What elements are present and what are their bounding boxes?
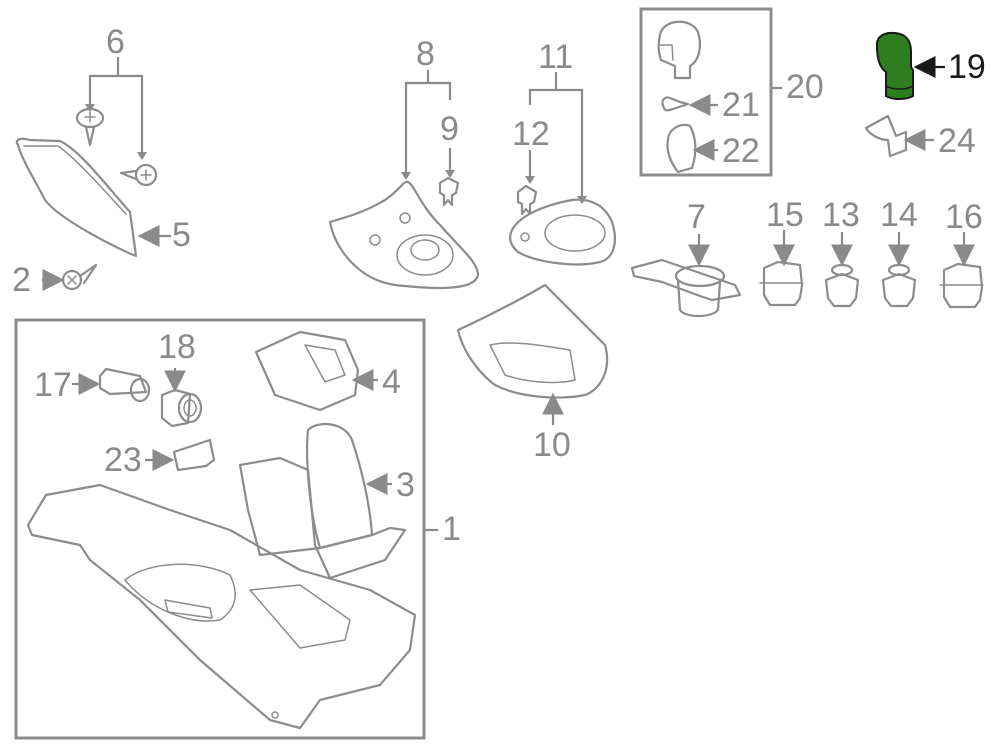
shift-knob-20 <box>657 20 701 80</box>
clip-9 <box>438 176 460 207</box>
callout-17: 17 <box>34 366 72 404</box>
shift-bezel-10 <box>456 283 609 399</box>
side-trim-5 <box>15 137 138 258</box>
screw-6a <box>75 107 105 147</box>
callout-4: 4 <box>382 363 401 401</box>
shift-knob-19-highlighted <box>875 31 914 100</box>
callout-22: 22 <box>722 132 760 170</box>
assembly-1-box <box>14 318 426 740</box>
callout-2: 2 <box>12 261 31 299</box>
switch-23 <box>172 438 216 472</box>
callout-14: 14 <box>880 196 918 234</box>
console-body-1 <box>26 483 417 730</box>
switch-14 <box>881 263 917 308</box>
callout-11: 11 <box>538 38 574 76</box>
cup-holder-7 <box>630 258 742 318</box>
callout-21: 21 <box>722 86 760 124</box>
tray-4 <box>254 330 360 412</box>
callout-1: 1 <box>442 510 461 548</box>
callout-16: 16 <box>945 198 983 236</box>
switch-15 <box>762 260 804 307</box>
callout-12: 12 <box>512 115 550 153</box>
callout-10: 10 <box>533 426 571 464</box>
callout-23: 23 <box>104 441 142 479</box>
clip-2 <box>61 263 98 291</box>
callout-7: 7 <box>687 198 706 236</box>
socket-17 <box>98 367 151 403</box>
callout-13: 13 <box>822 196 860 234</box>
callout-15: 15 <box>766 196 804 234</box>
callout-24: 24 <box>938 122 976 160</box>
callout-6: 6 <box>106 23 125 61</box>
callout-8: 8 <box>416 35 435 73</box>
shift-bezel-11 <box>508 198 616 266</box>
callout-9: 9 <box>440 110 459 148</box>
callout-3: 3 <box>396 466 415 504</box>
callout-5: 5 <box>172 216 191 254</box>
callout-18: 18 <box>158 328 196 366</box>
callout-20: 20 <box>786 68 824 106</box>
callout-19: 19 <box>948 48 986 86</box>
switch-16 <box>942 262 984 309</box>
boot-24 <box>864 114 908 158</box>
assembly-20-box <box>639 7 773 177</box>
clip-12 <box>516 184 538 216</box>
screw-6b <box>119 163 158 187</box>
socket-18 <box>160 388 203 428</box>
boot-22 <box>666 123 697 174</box>
shifter-housing-3 <box>238 422 407 580</box>
switch-13 <box>824 263 860 308</box>
retainer-21 <box>661 96 690 112</box>
shift-bezel-8 <box>328 180 480 290</box>
